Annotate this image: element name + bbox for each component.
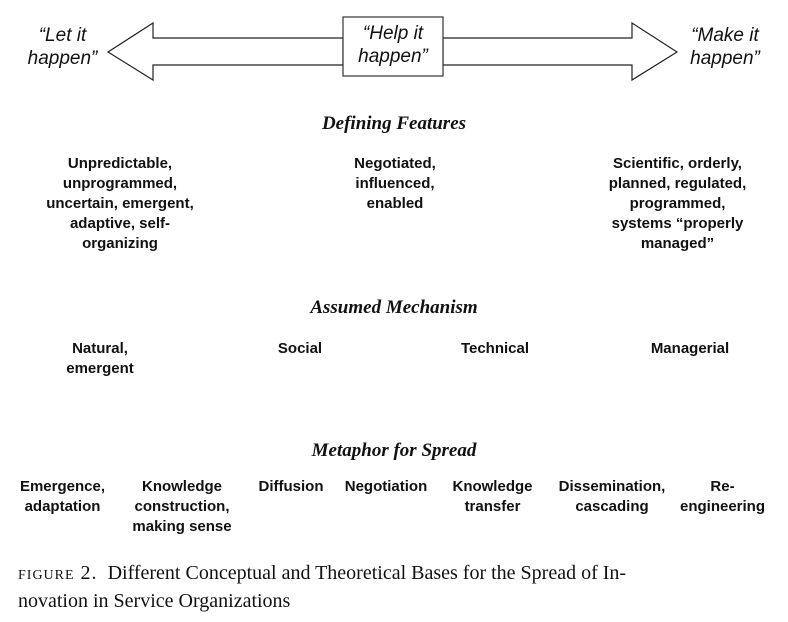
right-pole-label: “Make it happen”: [690, 25, 760, 69]
defining-feature-let: Unpredictable, unprogrammed, uncertain, …: [46, 155, 194, 252]
defining-feature-help: Negotiated, influenced, enabled: [354, 155, 436, 212]
metaphor-diffusion: Diffusion: [258, 478, 324, 495]
figure-label: figure 2.: [18, 562, 98, 584]
metaphor-negotiation: Negotiation: [344, 478, 428, 495]
mechanism-managerial: Managerial: [650, 340, 730, 357]
metaphor-dissemination: Dissemination, cascading: [558, 478, 666, 515]
metaphor-knowledge-transfer: Knowledge transfer: [452, 478, 533, 515]
center-box: [342, 16, 444, 77]
section-heading-defining-features: Defining Features: [321, 113, 467, 134]
section-heading-assumed-mechanism: Assumed Mechanism: [310, 297, 478, 318]
mechanism-social: Social: [277, 340, 323, 357]
spectrum-arrows: [106, 16, 679, 82]
center-pole-label: “Help it happen”: [358, 23, 428, 67]
metaphor-reengineering: Re- engineering: [679, 478, 765, 515]
section-heading-metaphor-for-spread: Metaphor for Spread: [311, 440, 477, 461]
mechanism-natural: Natural, emergent: [66, 340, 134, 377]
defining-feature-make: Scientific, orderly, planned, regulated,…: [608, 155, 747, 252]
left-pole-label: “Let it happen”: [27, 25, 98, 69]
mechanism-technical: Technical: [460, 340, 530, 357]
caption-text: Different Conceptual and Theoretical Bas…: [18, 562, 627, 612]
left-arrow: [106, 21, 344, 82]
right-arrow: [442, 21, 679, 82]
metaphor-knowledge-construction: Knowledge construction, making sense: [132, 478, 232, 535]
metaphor-emergence: Emergence, adaptation: [19, 478, 106, 515]
figure-caption: figure 2.Different Conceptual and Theore…: [18, 559, 778, 615]
